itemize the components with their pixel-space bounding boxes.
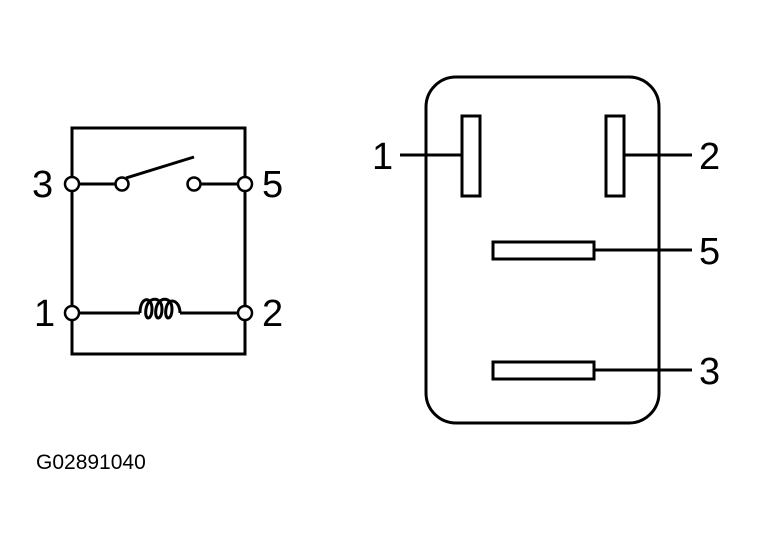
terminal-2-label: 2	[262, 293, 283, 335]
pin-5-label: 5	[699, 231, 720, 273]
pin-3	[491, 360, 596, 381]
terminal-1-label: 1	[34, 293, 55, 335]
pin-2	[604, 114, 626, 198]
terminal-5-label: 5	[262, 164, 283, 206]
terminal-1	[63, 304, 81, 322]
schematic-body	[70, 126, 247, 356]
pin-5	[491, 240, 596, 261]
pin-3-label: 3	[699, 351, 720, 393]
relay-schematic: 3 5 1 2	[32, 126, 283, 356]
switch-contact-fixed	[186, 176, 202, 192]
terminal-3	[63, 175, 81, 193]
coil-symbol	[138, 297, 182, 320]
switch-contact-moving	[114, 176, 130, 192]
relay-connector: 1 2 5 3	[372, 75, 720, 425]
switch-blade	[125, 155, 195, 180]
pin-2-label: 2	[699, 136, 720, 178]
terminal-3-label: 3	[32, 164, 53, 206]
terminal-2	[236, 304, 254, 322]
figure-code: G02891040	[36, 451, 146, 474]
terminal-5	[236, 175, 254, 193]
pin-1	[460, 114, 482, 198]
pin-1-label: 1	[372, 136, 393, 178]
